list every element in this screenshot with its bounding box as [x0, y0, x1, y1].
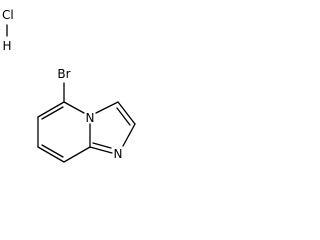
c3-c2-bond [117, 101, 136, 125]
hydrogen-label: H [2, 39, 11, 53]
n1-c8a-bond [89, 146, 113, 154]
c7-c8-double-bond [41, 144, 64, 158]
canvas-background [0, 0, 142, 192]
c5-c6-double-bond [41, 106, 64, 120]
chemical-structure: Cl H Br N N [0, 0, 142, 192]
n1-c8a-double-bond [92, 142, 112, 149]
bridgehead-nitrogen-label: N [86, 111, 95, 125]
c7-c8-bond [37, 146, 65, 163]
imidazole-nitrogen-label: N [114, 147, 123, 161]
n4-c3-bond [95, 101, 119, 114]
n4-c5-bond [63, 101, 85, 114]
c3-c2-double-bond [116, 107, 131, 126]
c2-n1-bond [122, 123, 136, 147]
c5-c6-bond [37, 101, 65, 118]
bromine-label: Br [57, 67, 70, 81]
chlorine-label: Cl [2, 8, 14, 22]
c8-c8a-bond [63, 146, 91, 163]
